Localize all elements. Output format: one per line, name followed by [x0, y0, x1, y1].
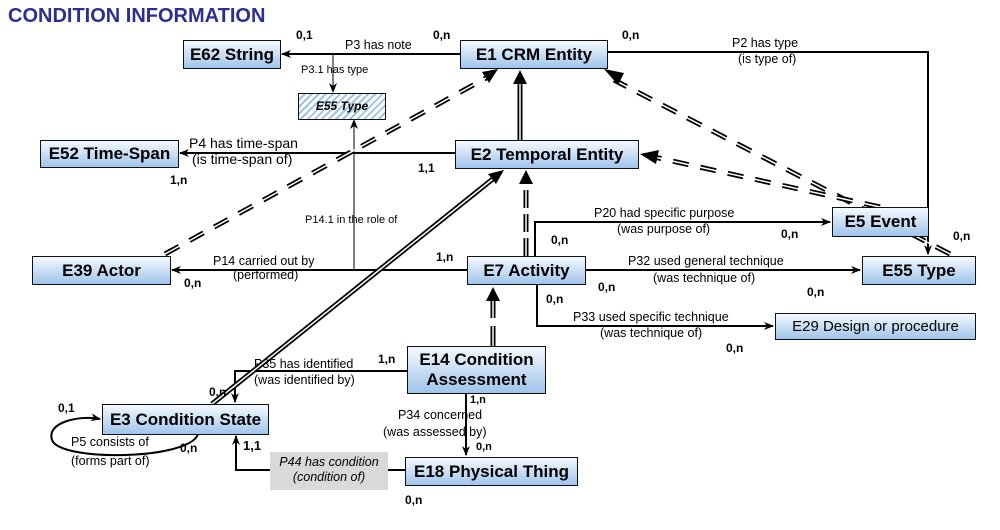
p33-connector	[536, 285, 774, 330]
isa-e14-e7	[486, 287, 500, 346]
property-label-p2-line2: (is type of)	[738, 52, 797, 66]
isa-e2-e1	[513, 70, 527, 140]
cardinality-p33-e7: 0,n	[546, 292, 564, 306]
property-label-p34-line1: P34 concerned	[398, 408, 483, 422]
cardinality-p5-a: 0,1	[58, 401, 75, 415]
entity-e2-temporal-entity[interactable]: E2 Temporal Entity	[455, 140, 639, 169]
cardinality-p20-e7: 0,n	[551, 233, 569, 247]
entity-label: E5 Event	[844, 212, 917, 232]
cardinality-p44-e18: 0,n	[405, 493, 423, 507]
entity-e14-condition-assessment[interactable]: E14 Condition Assessment	[407, 346, 546, 394]
property-label-p20-line1: P20 had specific purpose	[594, 206, 735, 220]
p2-connector	[607, 51, 932, 255]
property-label-p3-1: P3.1 has type	[301, 64, 369, 76]
property-label-p44-line2: (condition of)	[292, 470, 366, 484]
property-label-p44-line1: P44 has condition	[279, 455, 379, 469]
cardinality-p3-e1: 0,n	[433, 28, 451, 42]
cardinality-p44-e3: 1,1	[243, 438, 262, 453]
cardinality-p20-e5: 0,n	[781, 227, 799, 241]
entity-e62-string[interactable]: E62 String	[183, 40, 281, 69]
cardinality-p35-e3: 0,n	[209, 385, 227, 399]
property-label-p3: P3 has note	[345, 38, 412, 52]
cardinality-p4-e52: 1,n	[170, 173, 188, 187]
cardinality-p3-e62: 0,1	[296, 28, 313, 42]
cardinality-p5-b: 0,n	[180, 441, 198, 455]
entity-label-line1: E14 Condition	[419, 350, 534, 370]
property-label-p14-line2: (performed)	[233, 268, 299, 282]
property-label-p20-line2: (was purpose of)	[617, 222, 711, 236]
cardinality-p34-e18: 0,n	[476, 441, 492, 453]
property-label-p4-line1: P4 has time-span	[189, 135, 298, 151]
cardinality-p4-e2: 1,1	[418, 161, 435, 175]
entity-e7-activity[interactable]: E7 Activity	[467, 256, 586, 285]
p5-connector	[50, 413, 199, 457]
isa-e39-e1	[163, 69, 498, 257]
property-label-p32-line1: P32 used general technique	[628, 254, 784, 268]
entity-e18-physical-thing[interactable]: E18 Physical Thing	[405, 457, 578, 486]
property-label-p5-line2: (forms part of)	[71, 454, 150, 468]
entity-label: E39 Actor	[62, 260, 141, 280]
cardinality-p34-e14: 1,n	[470, 394, 486, 406]
entity-e55-type[interactable]: E55 Type	[862, 256, 976, 285]
entity-e1-crm-entity[interactable]: E1 CRM Entity	[460, 40, 608, 69]
property-label-p35-line1: P35 has identified	[254, 357, 354, 371]
property-label-p33-line1: P33 used specific technique	[573, 310, 729, 324]
cardinality-p33-e29: 0,n	[726, 341, 744, 355]
entity-label: E29 Design or procedure	[792, 317, 959, 335]
entity-e55-type-note[interactable]: E55 Type	[298, 93, 386, 120]
entity-label: E52 Time-Span	[48, 144, 171, 164]
property-label-p35-line2: (was identified by)	[254, 373, 355, 387]
isa-e3-e2	[210, 170, 504, 406]
diagram-title: CONDITION INFORMATION	[8, 5, 266, 27]
isa-e5-e2	[640, 150, 881, 210]
entity-e3-condition-state[interactable]: E3 Condition State	[102, 404, 269, 435]
isa-e7-e2	[519, 170, 533, 256]
entity-e5-event[interactable]: E5 Event	[832, 207, 929, 237]
cardinality-p2-e55: 0,n	[953, 229, 971, 243]
property-label-p44: P44 has condition (condition of)	[270, 452, 388, 490]
property-label-p14-line1: P14 carried out by	[213, 254, 315, 268]
entity-label: E1 CRM Entity	[475, 44, 593, 64]
property-label-p5-line1: P5 consists of	[71, 435, 149, 449]
cardinality-p2-e1: 0,n	[622, 28, 640, 42]
entity-label: E7 Activity	[483, 260, 570, 280]
p20-connector	[534, 218, 831, 256]
p35-connector	[231, 370, 407, 403]
entity-label: E2 Temporal Entity	[470, 144, 624, 164]
entity-label: E3 Condition State	[109, 409, 262, 429]
property-label-p14-1: P14.1 in the role of	[305, 214, 398, 226]
cardinality-p35-e14: 1,n	[378, 352, 396, 366]
property-label-p32-line2: (was technique of)	[653, 271, 756, 285]
entity-label: E62 String	[189, 44, 275, 64]
entity-label: E55 Type	[315, 98, 369, 113]
entity-label: E18 Physical Thing	[414, 461, 569, 481]
property-label-p33-line2: (was technique of)	[600, 326, 703, 340]
cardinality-p32-e55: 0,n	[807, 285, 825, 299]
entity-label-line2: Assessment	[426, 370, 527, 389]
entity-e29-design-or-procedure[interactable]: E29 Design or procedure	[775, 313, 976, 340]
entity-e39-actor[interactable]: E39 Actor	[32, 256, 171, 285]
cardinality-p14-e7: 1,n	[436, 250, 454, 264]
cardinality-p14-e39: 0,n	[184, 276, 202, 290]
entity-e52-time-span[interactable]: E52 Time-Span	[40, 140, 179, 168]
entity-label: E55 Type	[882, 260, 956, 280]
property-label-p2-line1: P2 has type	[732, 36, 799, 50]
cardinality-p32-e7: 0,n	[598, 280, 616, 294]
property-label-p4-line2: (is time-span of)	[192, 151, 293, 167]
property-label-p34-line2: (was assessed by)	[383, 425, 487, 439]
